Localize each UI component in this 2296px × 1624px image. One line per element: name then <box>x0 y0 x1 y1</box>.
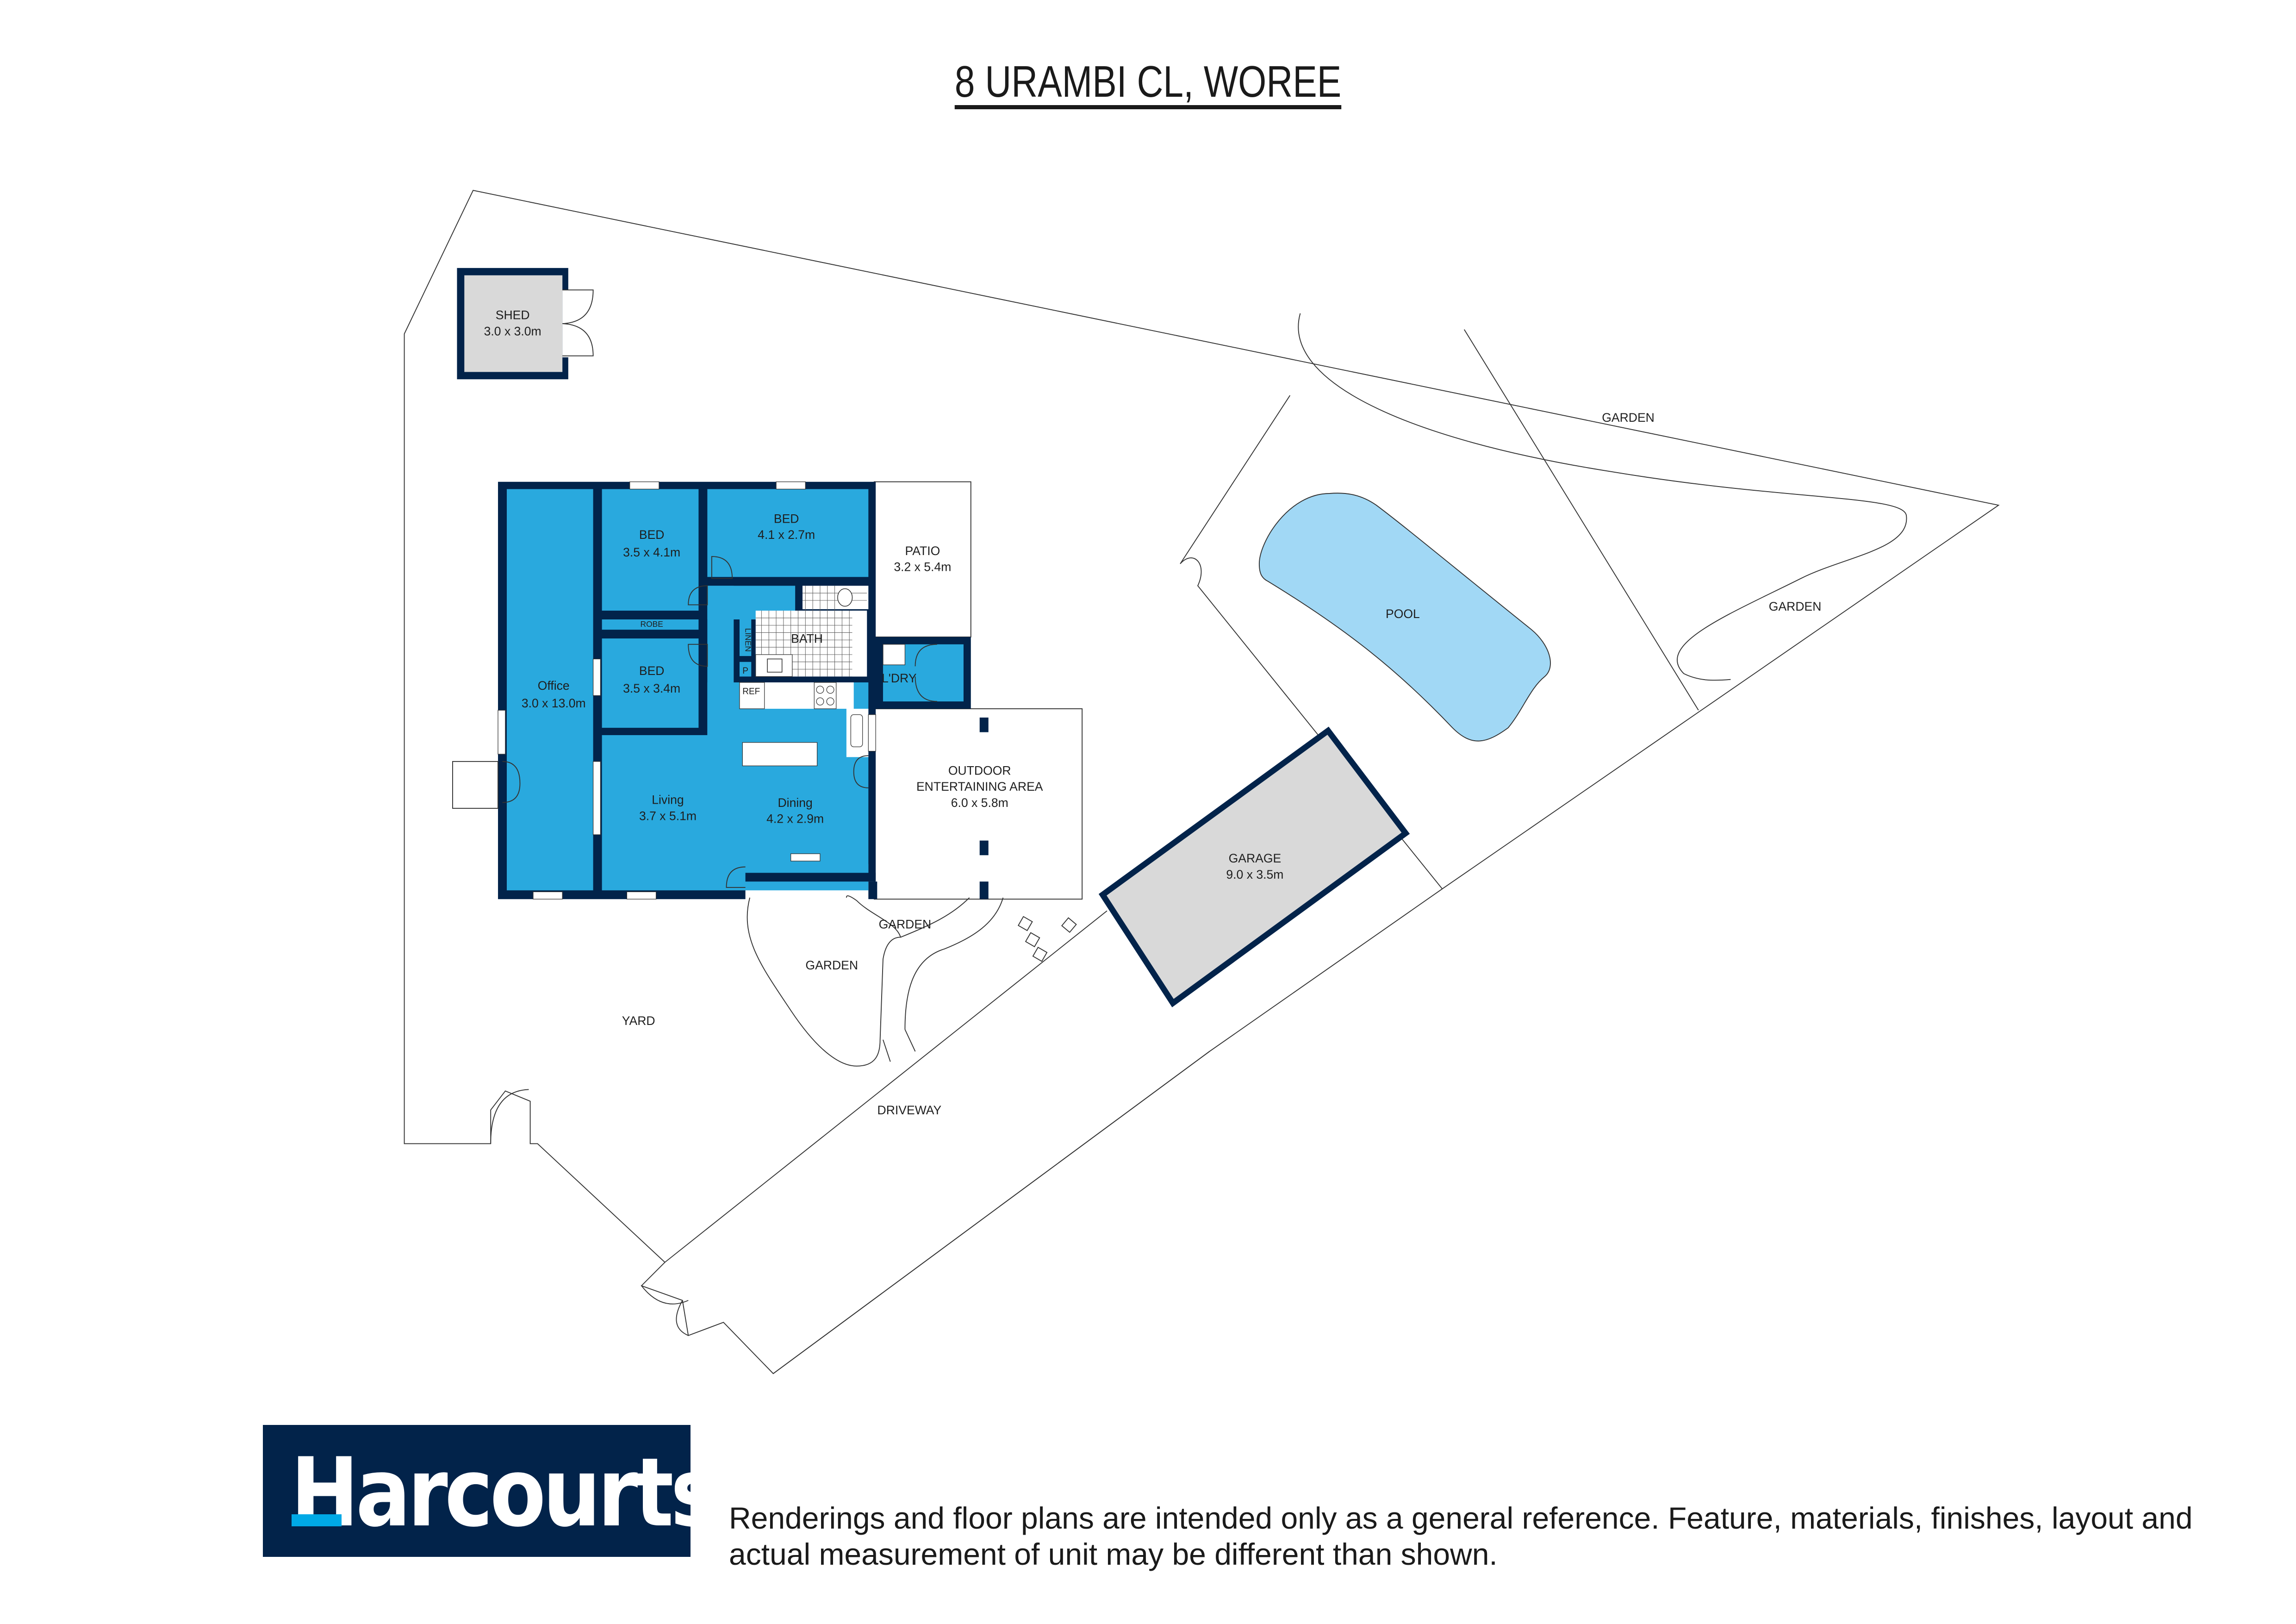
garden-top-label: GARDEN <box>1602 411 1655 425</box>
garage-name: GARAGE <box>1229 851 1282 865</box>
pantry-label: P <box>742 666 748 676</box>
brand-name: Harcourts <box>291 1438 719 1548</box>
living-size: 3.7 x 5.1m <box>639 809 697 823</box>
yard-gate-icon <box>490 1089 529 1144</box>
linen-label: LINEN <box>744 628 753 652</box>
robe-label: ROBE <box>641 619 663 629</box>
stepping-stones <box>1017 916 1077 962</box>
shed: SHED 3.0 x 3.0m <box>457 268 594 380</box>
garage: GARAGE 9.0 x 3.5m <box>1098 726 1410 1007</box>
outdoor-name-line1: OUTDOOR <box>948 763 1011 777</box>
garden-front-outline <box>747 895 1004 1067</box>
yard-label: YARD <box>622 1014 655 1028</box>
patio-name: PATIO <box>905 544 940 558</box>
disclaimer-text: Renderings and floor plans are intended … <box>729 1501 2193 1571</box>
harcourts-logo: Harcourts <box>263 1425 719 1557</box>
bed2-size: 4.1 x 2.7m <box>758 528 815 542</box>
bed2-name: BED <box>774 512 799 525</box>
pool <box>1258 493 1551 742</box>
room-labels: BED 3.5 x 4.1m BED 4.1 x 2.7m ROBE BED 3… <box>522 512 1043 825</box>
office-name: Office <box>538 679 570 693</box>
bath-label: BATH <box>791 632 823 646</box>
bed3-name: BED <box>639 664 665 678</box>
house <box>452 481 971 899</box>
office-size: 3.0 x 13.0m <box>522 696 586 710</box>
garden-front-large-label: GARDEN <box>805 958 858 972</box>
driveway-outline <box>665 910 1210 1374</box>
bed1-name: BED <box>639 528 665 542</box>
driveway-label: DRIVEWAY <box>877 1103 942 1117</box>
pool-enclosure-outline <box>1180 329 1699 889</box>
brand-accent-bar <box>292 1514 342 1526</box>
pool-label: POOL <box>1386 607 1420 621</box>
bed1-size: 3.5 x 4.1m <box>623 545 680 559</box>
dining-name: Dining <box>778 796 813 810</box>
garage-size: 9.0 x 3.5m <box>1226 868 1283 881</box>
garden-front-small-label: GARDEN <box>879 917 932 931</box>
outdoor-posts <box>868 717 989 899</box>
shed-size: 3.0 x 3.0m <box>484 324 541 338</box>
address-title: 8 URAMBI CL, WOREE <box>954 57 1342 106</box>
laundry-label: L'DRY <box>882 671 917 685</box>
patio-size: 3.2 x 5.4m <box>894 560 951 574</box>
shed-name: SHED <box>496 308 530 322</box>
outdoor-name-line2: ENTERTAINING AREA <box>916 780 1043 793</box>
garden-top-outline <box>1298 313 1907 681</box>
ref-label: REF <box>742 687 760 696</box>
garden-right-label: GARDEN <box>1769 600 1822 613</box>
bed3-size: 3.5 x 3.4m <box>623 681 680 695</box>
patio <box>874 481 971 637</box>
dining-size: 4.2 x 2.9m <box>766 812 824 826</box>
living-name: Living <box>652 793 684 807</box>
outdoor-size: 6.0 x 5.8m <box>951 796 1008 810</box>
page-title: 8 URAMBI CL, WOREE <box>206 56 2089 107</box>
driveway-gate-icon <box>641 1285 689 1336</box>
